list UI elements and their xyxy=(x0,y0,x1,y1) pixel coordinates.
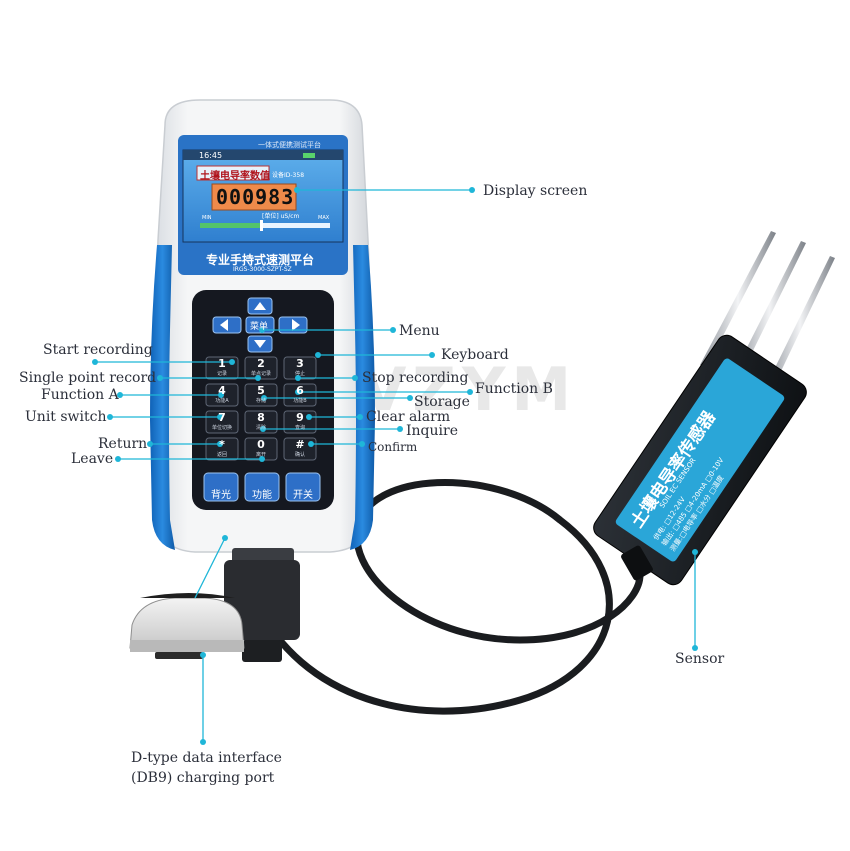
key-9[interactable]: 9 查询 xyxy=(284,411,316,433)
key-1[interactable]: 1 记录 xyxy=(206,357,238,379)
label-sensor: Sensor xyxy=(675,651,725,667)
key-3[interactable]: 3 停止 xyxy=(284,357,316,379)
key-5[interactable]: 5 存储 xyxy=(245,384,277,406)
key-number: 2 xyxy=(257,357,265,370)
key-number: 4 xyxy=(218,384,226,397)
key-number: 6 xyxy=(296,384,304,397)
label-clear-alarm: Clear alarm xyxy=(366,409,451,425)
label-unit-switch: Unit switch xyxy=(25,409,107,425)
key-sub-label: 单点记录 xyxy=(250,371,271,377)
key-number: 8 xyxy=(257,411,265,424)
device-top-model: 一体式便携测试平台 xyxy=(258,141,321,149)
key-number: * xyxy=(219,438,225,451)
key-8[interactable]: 8 清除 xyxy=(245,411,277,433)
platform-title: 专业手持式速测平台 xyxy=(206,253,315,267)
label-stop-recording: Stop recording xyxy=(362,370,469,386)
key-sub-label: 功能B xyxy=(293,398,307,404)
key-number: 0 xyxy=(257,438,265,451)
label-single-point-record: Single point record xyxy=(19,370,157,386)
label-keyboard: Keyboard xyxy=(441,347,509,363)
key-6[interactable]: 6 功能B xyxy=(284,384,316,406)
function-button[interactable]: 功能 xyxy=(252,490,272,501)
key-4[interactable]: 4 功能A xyxy=(206,384,238,406)
power-button[interactable]: 开关 xyxy=(293,490,313,501)
key-sub-label: 返回 xyxy=(216,452,227,458)
reading-value: 000983 xyxy=(216,185,295,209)
key-7[interactable]: 7 单位切换 xyxy=(206,411,238,433)
key-sub-label: 离开 xyxy=(255,452,266,458)
key-sub-label: 查询 xyxy=(294,425,305,431)
label-port-line1: D-type data interface xyxy=(131,750,282,766)
reading-unit: [单位] uS/cm xyxy=(262,213,300,220)
key-number: 3 xyxy=(296,357,304,370)
reading-side: 设备ID-358 xyxy=(272,172,305,179)
key-sub-label: 记录 xyxy=(216,371,227,377)
key-sub-label: 停止 xyxy=(294,371,305,377)
label-menu: Menu xyxy=(399,323,440,339)
key-star[interactable]: * 返回 xyxy=(206,438,238,460)
key-sub-label: 确认 xyxy=(294,452,305,458)
label-function-b: Function B xyxy=(475,381,553,397)
platform-model: IRGS-3000-SZPT-SZ xyxy=(233,266,292,273)
key-sub-label: 存储 xyxy=(255,398,266,404)
scale-min: MIN xyxy=(202,215,212,221)
key-sub-label: 清除 xyxy=(255,425,266,431)
key-number: 5 xyxy=(257,384,265,397)
watermark-text: VZYM xyxy=(360,355,577,425)
label-port-line2: (DB9) charging port xyxy=(131,770,275,786)
label-function-a: Function A xyxy=(41,387,119,403)
label-leave: Leave xyxy=(71,451,114,467)
key-number: # xyxy=(295,438,305,451)
label-storage: Storage xyxy=(414,394,470,410)
reading-title: 土壤电导率数值 xyxy=(200,171,270,182)
key-number: 7 xyxy=(218,411,226,424)
key-hash[interactable]: # 确认 xyxy=(284,438,316,460)
backlight-button[interactable]: 背光 xyxy=(211,490,231,501)
key-sub-label: 单位切换 xyxy=(211,425,232,431)
key-number: 1 xyxy=(218,357,226,370)
label-inquire: Inquire xyxy=(406,423,458,439)
status-time: 16:45 xyxy=(199,151,223,160)
key-0[interactable]: 0 离开 xyxy=(245,438,277,460)
menu-key-label[interactable]: 菜单 xyxy=(250,322,269,332)
label-start-recording: Start recording xyxy=(43,342,153,358)
key-sub-label: 功能A xyxy=(215,398,229,404)
label-confirm: Confirm xyxy=(368,440,418,454)
key-2[interactable]: 2 单点记录 xyxy=(245,357,277,379)
scale-max: MAX xyxy=(318,215,330,221)
label-return: Return xyxy=(98,436,148,452)
key-number: 9 xyxy=(296,411,304,424)
label-display-screen: Display screen xyxy=(483,183,588,199)
